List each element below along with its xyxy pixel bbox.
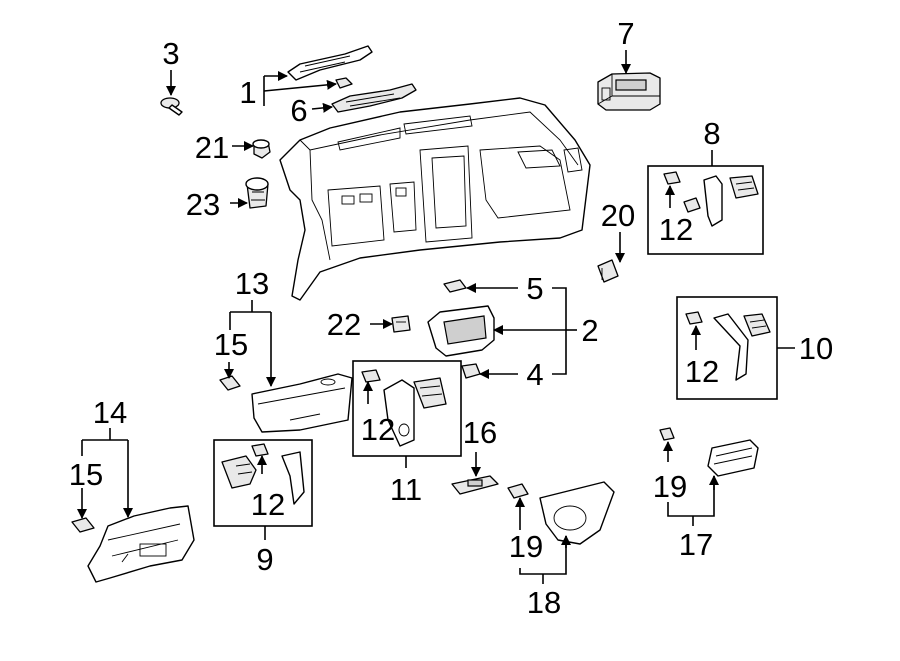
- callout-2: 2: [581, 313, 598, 348]
- callout-20: 20: [601, 198, 635, 233]
- callout-12-b: 12: [685, 354, 719, 389]
- part-18-column-cover: [539, 481, 615, 545]
- instrument-panel: [279, 97, 591, 301]
- callout-5: 5: [526, 271, 543, 306]
- part-19-clip-a: [507, 483, 529, 499]
- callout-12-a: 12: [659, 212, 693, 247]
- callout-19-a: 19: [509, 529, 543, 564]
- callout-12-d: 12: [251, 487, 285, 522]
- callout-3: 3: [162, 36, 179, 71]
- part-19-clip-b: [659, 427, 675, 441]
- callout-4: 4: [526, 357, 543, 392]
- part-4-clip: [461, 363, 481, 379]
- vent-group-8: [647, 165, 764, 255]
- callout-18: 18: [527, 585, 561, 620]
- callout-17: 17: [679, 527, 713, 562]
- callout-11: 11: [390, 472, 422, 507]
- callout-14: 14: [93, 395, 127, 430]
- callout-7: 7: [617, 16, 634, 51]
- leader-lines: [77, 50, 795, 584]
- callout-19-b: 19: [653, 469, 687, 504]
- part-15-clip-b: [71, 517, 95, 533]
- callout-8: 8: [703, 116, 720, 151]
- callout-15-b: 15: [69, 457, 103, 492]
- part-6-trim: [331, 83, 417, 113]
- part-23-socket: [245, 177, 269, 209]
- callout-labels: 3 1 6 7 21 23 8 12 20 5 2 4 22 10 12 13 …: [69, 16, 833, 620]
- part-7-module: [597, 72, 661, 111]
- callout-10: 10: [799, 331, 833, 366]
- part-13-lower-panel: [251, 373, 353, 433]
- vent-group-9: [213, 439, 313, 527]
- callout-9: 9: [256, 542, 273, 577]
- part-22-switch: [391, 315, 411, 333]
- callout-16: 16: [463, 415, 497, 450]
- callout-23: 23: [186, 187, 220, 222]
- part-1-trim: [287, 45, 373, 81]
- part-21-knob: [252, 139, 271, 159]
- callout-12-c: 12: [361, 412, 395, 447]
- part-15-clip-a: [219, 375, 241, 391]
- part-5-clip: [443, 279, 467, 293]
- part-14-knee-panel: [87, 505, 195, 583]
- callout-1: 1: [239, 75, 256, 110]
- callout-15-a: 15: [214, 327, 248, 362]
- vent-group-11: [352, 360, 462, 457]
- part-1-clip: [335, 77, 353, 89]
- callout-13: 13: [235, 266, 269, 301]
- part-2-bezel: [427, 305, 495, 357]
- callout-22: 22: [327, 307, 361, 342]
- part-3-screw: [160, 97, 183, 116]
- part-17-glove-box: [707, 439, 759, 477]
- part-20-bracket: [597, 259, 619, 283]
- callout-6: 6: [290, 93, 307, 128]
- part-16-trim: [451, 475, 499, 495]
- callout-21: 21: [195, 130, 229, 165]
